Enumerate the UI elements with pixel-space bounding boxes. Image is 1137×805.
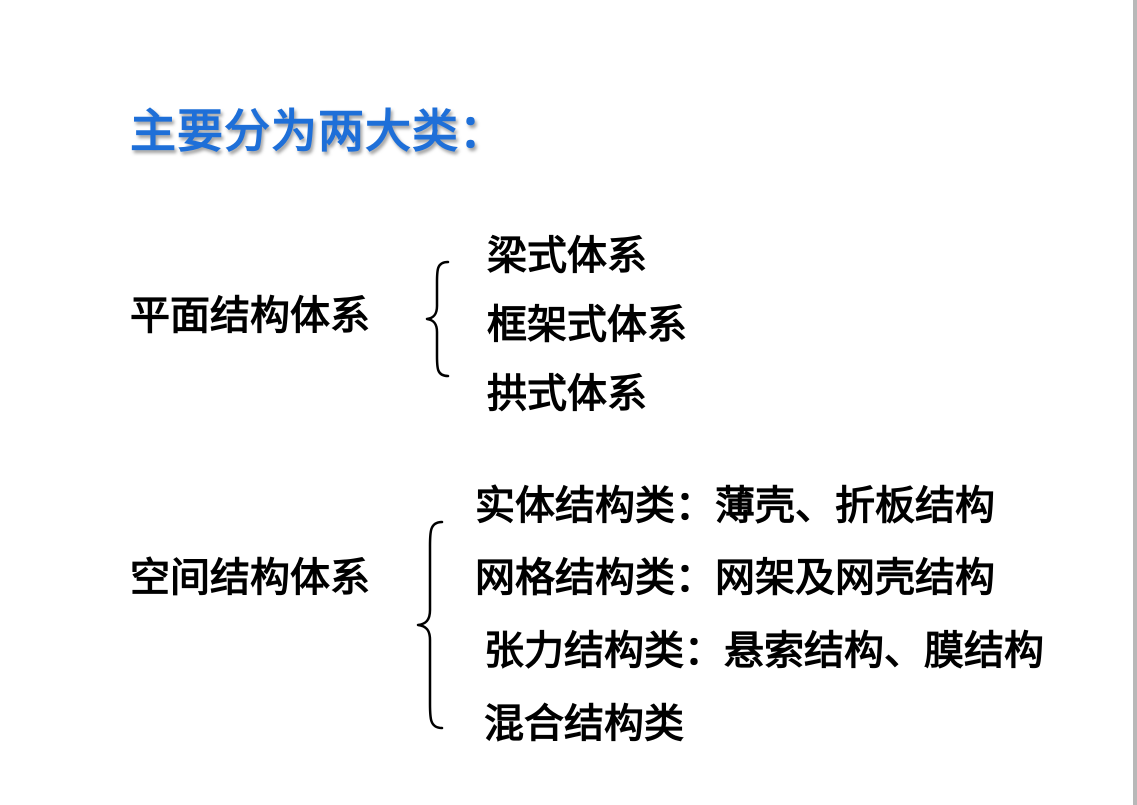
spatial-item-tension: 张力结构类：悬索结构、膜结构 bbox=[484, 628, 1044, 674]
planar-item-arch: 拱式体系 bbox=[487, 371, 647, 417]
spatial-item-grid: 网格结构类：网架及网壳结构 bbox=[475, 555, 995, 601]
planar-item-beam: 梁式体系 bbox=[487, 233, 647, 279]
group-label-spatial: 空间结构体系 bbox=[130, 555, 370, 601]
slide-right-border bbox=[1133, 0, 1137, 805]
planar-item-frame: 框架式体系 bbox=[487, 302, 687, 348]
group-label-planar: 平面结构体系 bbox=[130, 293, 370, 339]
brace-planar bbox=[425, 260, 450, 378]
spatial-item-hybrid: 混合结构类 bbox=[484, 701, 684, 747]
spatial-item-solid: 实体结构类：薄壳、折板结构 bbox=[475, 483, 995, 529]
slide-title: 主要分为两大类： bbox=[130, 104, 506, 158]
brace-spatial bbox=[416, 520, 444, 730]
